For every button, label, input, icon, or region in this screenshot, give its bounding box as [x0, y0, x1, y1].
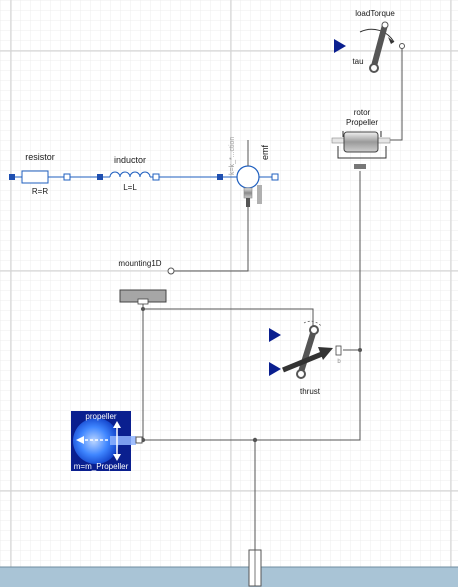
thrust-force-arrow	[282, 351, 323, 373]
rotor-body	[343, 131, 379, 153]
rotor[interactable]: rotor Propeller	[331, 108, 391, 169]
rotor-flange[interactable]	[354, 164, 366, 169]
resistor-body	[21, 170, 49, 184]
inductor-name: inductor	[114, 155, 146, 165]
propeller-blade-up	[113, 421, 121, 428]
mounting-flange[interactable]	[137, 298, 149, 305]
inductor-port-p[interactable]	[97, 174, 103, 180]
propeller-param: m=m_Propeller	[74, 462, 129, 471]
mounting-1d[interactable]: mounting1D	[118, 259, 175, 305]
ground-strip	[0, 567, 458, 587]
thrust-input-arrow-2[interactable]	[269, 362, 281, 376]
thrust-name: thrust	[300, 387, 321, 396]
mounting-port[interactable]	[167, 267, 175, 275]
propeller-axis-arrow	[76, 436, 84, 444]
emf-housing-grey	[257, 185, 262, 204]
thrust[interactable]: b thrust	[269, 320, 342, 396]
mounting-name: mounting1D	[118, 259, 161, 268]
load-torque-input-arrow[interactable]	[334, 39, 346, 53]
emf-name: emf	[260, 144, 270, 160]
propeller-disc	[73, 418, 119, 464]
emf-port-n[interactable]	[271, 173, 279, 181]
inductor[interactable]: inductor L=L	[97, 155, 160, 192]
rotor-shaft-right	[377, 137, 391, 144]
inductor-param: L=L	[123, 183, 137, 192]
thrust-hub	[296, 369, 306, 379]
load-torque-lever	[371, 22, 388, 69]
resistor[interactable]: resistor R=R	[9, 152, 71, 196]
inductor-coil	[109, 171, 151, 178]
thrust-flange-b[interactable]	[335, 345, 342, 356]
load-torque[interactable]: loadTorque tau	[334, 9, 405, 73]
rotor-shaft-left	[331, 137, 345, 144]
load-torque-pivot	[381, 21, 389, 29]
propeller-blade-down	[113, 454, 121, 461]
thrust-port-label: b	[337, 359, 341, 365]
load-torque-flange[interactable]	[399, 43, 405, 49]
thrust-arc	[303, 320, 323, 328]
thrust-lever	[298, 327, 317, 375]
resistor-port-p[interactable]	[9, 174, 15, 180]
thrust-force-head	[318, 347, 333, 360]
emf-circle	[236, 165, 260, 189]
propeller-flange[interactable]	[135, 436, 143, 444]
emf[interactable]: k=k_*...ction emf	[217, 137, 279, 207]
load-torque-hub	[369, 63, 379, 73]
resistor-param: R=R	[32, 187, 48, 196]
rotor-param: Propeller	[346, 118, 378, 127]
rotor-name: rotor	[354, 108, 371, 117]
propeller-name: propeller	[85, 412, 116, 421]
propeller[interactable]: propeller m=m_Propeller	[71, 411, 143, 471]
emf-rotated-param: k=k_*...ction	[229, 137, 236, 175]
load-torque-name: loadTorque	[355, 9, 395, 18]
resistor-name: resistor	[25, 152, 55, 162]
fixed-ground[interactable]	[248, 549, 262, 587]
emf-port-p[interactable]	[217, 174, 223, 180]
load-torque-arc	[359, 28, 395, 43]
rotor-support	[337, 146, 387, 159]
propeller-hub	[110, 436, 136, 445]
inductor-port-n[interactable]	[152, 173, 160, 181]
load-torque-arc-head	[388, 37, 394, 44]
emf-flange[interactable]	[246, 198, 250, 207]
thrust-input-arrow-1[interactable]	[269, 328, 281, 342]
load-torque-input-label: tau	[352, 57, 363, 66]
emf-shaft	[243, 187, 253, 199]
resistor-port-n[interactable]	[63, 173, 71, 181]
thrust-pivot	[309, 325, 319, 335]
mechanical-connections	[142, 47, 403, 550]
